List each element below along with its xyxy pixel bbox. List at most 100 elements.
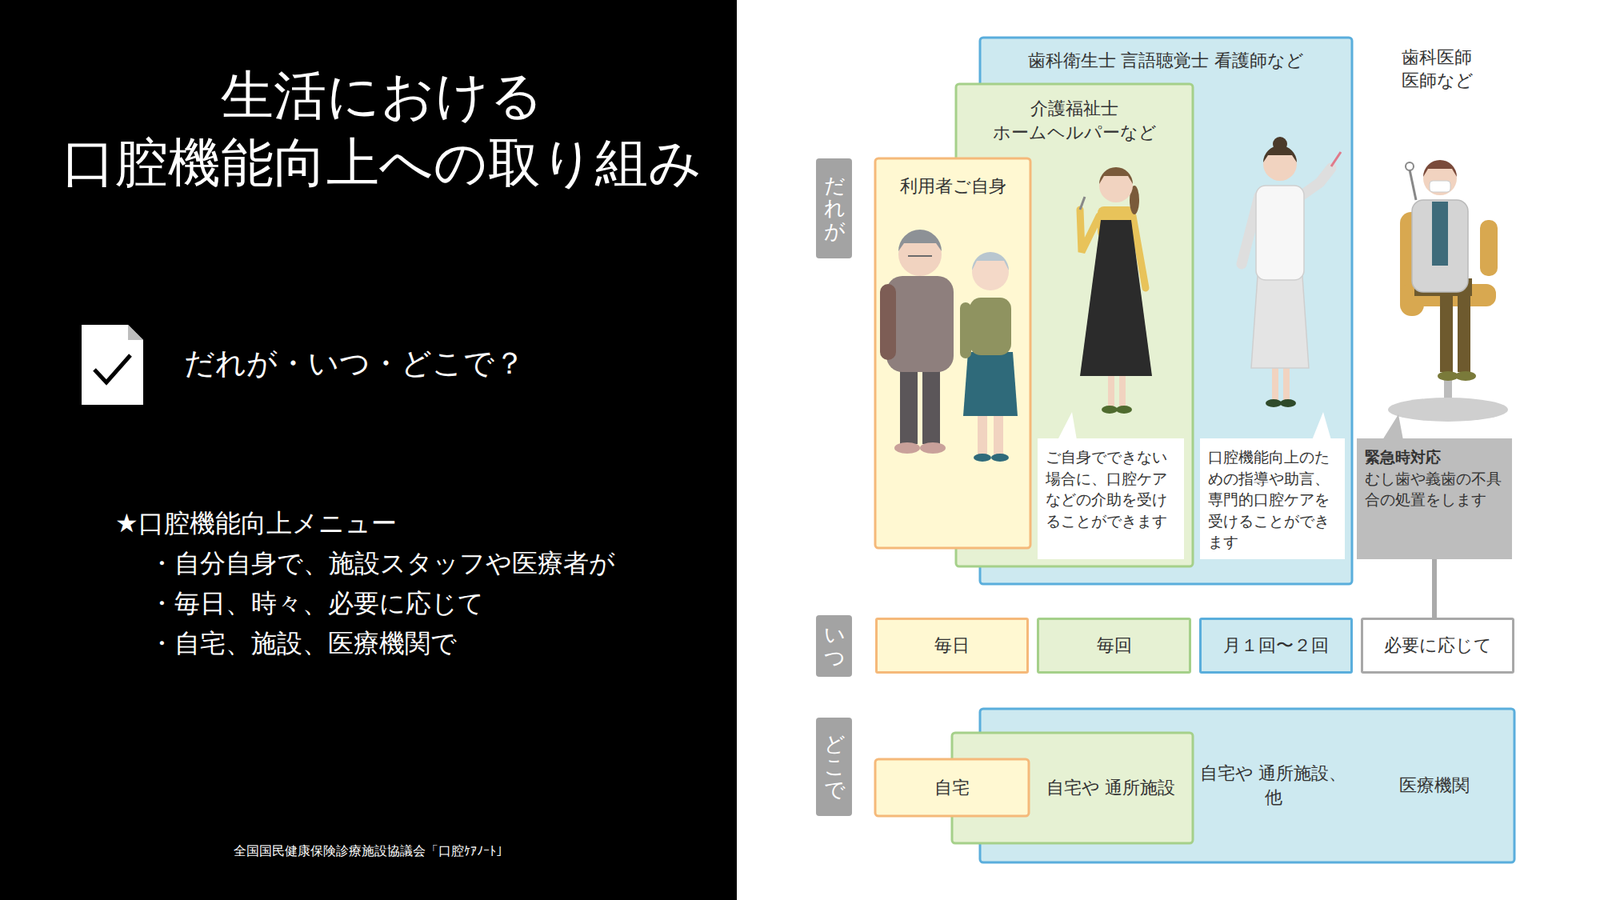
leg [1283, 364, 1290, 400]
node-text: 医療機関 [1353, 773, 1515, 798]
check-mark [94, 355, 131, 383]
shoe [1280, 399, 1296, 408]
arm [1300, 168, 1332, 196]
frequency-box: 毎日 [875, 617, 1029, 674]
shoe [973, 453, 992, 462]
slide-title: 生活における 口腔機能向上への取り組み [32, 62, 732, 197]
toothbrush [1331, 152, 1341, 167]
node-text: 必要に応じて [1384, 633, 1492, 658]
frequency-box: 毎回 [1036, 617, 1192, 674]
band-fills [875, 37, 1515, 863]
node-text: だれが [824, 174, 845, 244]
node-text: 自宅や 通所施設 [1028, 776, 1193, 800]
leg [993, 412, 1004, 456]
note-box: ご自身でできない場合に、口腔ケアなどの介助を受けることができます [1037, 438, 1184, 560]
elderly-couple [880, 229, 1018, 462]
dentist-figure [1388, 160, 1508, 422]
speech-tail [1057, 412, 1077, 440]
nurse-figure [1241, 136, 1341, 408]
arm [880, 284, 896, 360]
leg [1272, 364, 1279, 400]
source-note: 全国国民健康保険診療施設協議会「口腔ｹｱﾉｰﾄ」 [144, 843, 592, 860]
role-band: 利用者ご自身 [875, 158, 1031, 548]
hair [1423, 160, 1457, 177]
node-text: 自宅 [875, 776, 1029, 800]
body [886, 276, 954, 372]
note-box: 口腔機能向上のための指導や助言、専門的口腔ケアを受けることができます [1200, 438, 1345, 560]
node-text: いつ [824, 623, 845, 669]
leg [900, 368, 918, 444]
leg [977, 412, 988, 456]
node-text: 歯科衛生士 言語聴覚士 看護師など [980, 48, 1352, 73]
shoe [894, 442, 920, 454]
dental-mirror [1409, 169, 1416, 200]
speech-tail [1312, 412, 1332, 440]
speech-tail [1382, 414, 1404, 440]
hair [898, 229, 942, 252]
place-band: 自宅や 通所施設 [952, 732, 1193, 844]
top [969, 297, 1012, 356]
band-outline [875, 759, 1029, 816]
shoe [920, 442, 946, 454]
connector-line [1432, 559, 1437, 618]
shoe [1101, 405, 1118, 414]
caregiver-figure [1080, 167, 1152, 414]
menu-heading: ★口腔機能向上メニュー [115, 507, 397, 541]
document-icon [81, 324, 144, 405]
hair [1099, 167, 1133, 184]
apron [1080, 220, 1152, 376]
node-text: ご自身でできない場合に、口腔ケアなどの介助を受けることができます [1045, 446, 1176, 532]
mask [1429, 180, 1451, 192]
hair [972, 252, 1009, 271]
skirt [963, 352, 1018, 416]
section-heading: だれが・いつ・どこで？ [184, 344, 525, 384]
row-label: いつ [816, 615, 852, 677]
skirt [1251, 276, 1309, 368]
frequency-box: 必要に応じて [1360, 617, 1515, 674]
leg [1108, 374, 1115, 407]
role-band: 介護福祉士 ホームヘルパーなどご自身でできない場合に、口腔ケアなどの介助を受ける… [956, 84, 1193, 567]
leg [922, 368, 940, 444]
dark-panel [0, 0, 737, 900]
node-text: 口腔機能向上のための指導や助言、専門的口腔ケアを受けることができます [1208, 446, 1337, 553]
node-text: 利用者ご自身 [875, 174, 1031, 199]
node-text: 自宅や 通所施設、他 [1192, 761, 1354, 809]
check-icon [81, 324, 144, 405]
node-text: 月１回〜２回 [1223, 633, 1329, 658]
place-band: 自宅 [875, 759, 1029, 816]
chair-base [1388, 397, 1508, 422]
shoe [1116, 405, 1132, 414]
node-text: 毎回 [1096, 633, 1132, 658]
leg [1119, 374, 1126, 407]
shoe [1265, 399, 1282, 408]
row-label: どこで [816, 717, 852, 816]
glasses [908, 255, 932, 257]
chair-arm [1480, 220, 1498, 276]
leg [1440, 292, 1453, 372]
menu-item: ・自分自身で、施設スタッフや医療者が [148, 547, 616, 581]
row-label: だれが [816, 158, 852, 259]
shoe [1455, 371, 1476, 381]
arm [1080, 209, 1100, 252]
band-outline [875, 158, 1031, 548]
node-text: どこで [824, 732, 845, 802]
frequency-box: 月１回〜２回 [1199, 617, 1353, 674]
leg [1457, 292, 1471, 372]
mirror-head [1405, 162, 1414, 171]
menu-item: ・毎日、時々、必要に応じて [148, 587, 484, 621]
toothbrush [1080, 196, 1085, 210]
node-text: むし歯や義歯の不具合の処置をします [1364, 468, 1504, 511]
shoe [991, 453, 1009, 462]
note-box: 緊急時対応むし歯や義歯の不具合の処置をします [1356, 438, 1512, 560]
coat [1412, 200, 1468, 292]
hair [1263, 145, 1297, 163]
note-heading: 緊急時対応 [1364, 446, 1504, 468]
arm [960, 302, 972, 359]
node-text: 毎日 [934, 633, 970, 658]
shirt [1432, 201, 1448, 266]
column-heading: 歯科医師 医師など [1401, 46, 1506, 92]
page-fold [128, 324, 144, 340]
node-text: 介護福祉士 ホームヘルパーなど [956, 96, 1193, 144]
menu-item: ・自宅、施設、医療機関で [148, 627, 457, 661]
tunic [1256, 185, 1304, 280]
